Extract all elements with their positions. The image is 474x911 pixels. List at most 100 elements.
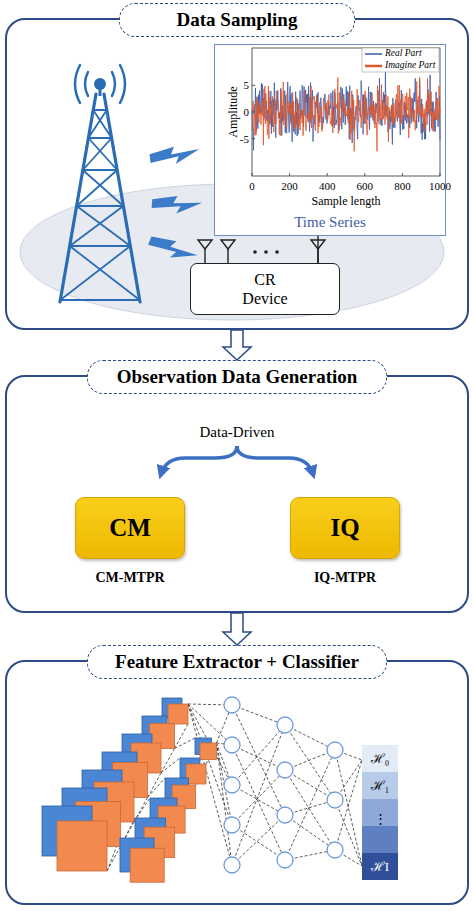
dashed-link — [232, 785, 285, 815]
dashed-link — [285, 770, 335, 800]
dashed-link — [161, 758, 180, 773]
class-label: ℋI — [371, 860, 389, 873]
output-cell — [362, 853, 398, 880]
tower-brace — [70, 246, 140, 300]
antenna-symbol — [221, 240, 235, 249]
feature-map — [168, 704, 188, 724]
legend-line — [365, 65, 382, 68]
neuron-circle — [224, 777, 240, 793]
tower-leg — [60, 94, 96, 302]
axis-title: Amplitude — [227, 86, 239, 137]
device-box: CR Device — [190, 263, 340, 315]
lightning-bolt — [147, 232, 200, 267]
neuron-circle — [327, 742, 343, 758]
stage-heading: Feature Extractor + Classifier — [87, 645, 387, 679]
dashed-link — [232, 825, 285, 860]
radio-wave — [75, 65, 80, 103]
legend-text: Imagine Part — [385, 61, 435, 71]
brace-arrow — [161, 446, 237, 474]
antenna-dots — [253, 250, 257, 254]
tower-brace — [83, 170, 124, 206]
legend-text: Real Part — [385, 49, 422, 59]
box-caption: IQ-MTPR — [314, 570, 376, 586]
axis-tick — [289, 173, 290, 176]
brace-arrow — [237, 446, 313, 474]
neural-network-illustration — [42, 697, 398, 882]
signal-wire — [317, 236, 318, 263]
tower-brace — [93, 110, 111, 138]
tick-label: -5 — [240, 133, 249, 144]
output-cell — [362, 826, 398, 853]
stage-panel: Data SamplingTime SeriesCR Device — [5, 18, 469, 330]
stage-heading: Observation Data Generation — [87, 360, 387, 394]
tower-brace — [88, 137, 111, 139]
neuron-circle — [224, 857, 240, 873]
dashed-link — [161, 749, 175, 774]
dashed-link — [285, 770, 335, 850]
axis-tick — [252, 85, 255, 86]
tower-brace — [83, 169, 117, 171]
dashed-link — [232, 725, 285, 785]
tower-leg — [104, 94, 140, 302]
chart-caption: Time Series — [215, 214, 445, 231]
tower-brace — [70, 245, 131, 247]
dashed-link — [285, 725, 335, 800]
axis-tick — [440, 173, 441, 176]
radio-wave — [85, 72, 88, 96]
axis-title: Sample length — [312, 195, 381, 207]
tick-label: 0 — [249, 181, 255, 192]
axis-tick — [252, 112, 255, 113]
feature-map — [57, 821, 107, 871]
legend-line — [365, 53, 382, 55]
antenna-array — [198, 240, 325, 263]
dashed-link — [285, 815, 335, 850]
neuron-circle — [224, 697, 240, 713]
device-label: CR Device — [233, 270, 297, 308]
dashed-link — [107, 847, 121, 872]
flow-arrow — [223, 613, 251, 645]
tower-brace — [77, 205, 124, 207]
neuron-circle — [224, 737, 240, 753]
radio-wave — [120, 65, 125, 103]
wireless-bolts — [147, 144, 203, 267]
axis-tick — [364, 173, 365, 176]
tick-label: 400 — [319, 181, 336, 192]
tower-brace — [77, 170, 118, 206]
axis-tick — [252, 138, 255, 139]
flow-arrow — [223, 330, 251, 360]
tower-brace — [93, 109, 107, 111]
output-cell — [362, 745, 398, 772]
feature-map — [186, 764, 206, 784]
imagine-part-line — [252, 77, 440, 151]
tower-brace — [88, 138, 117, 170]
tower-symbol — [60, 65, 140, 302]
stage-panel: Observation Data GenerationCMCM-MTPRIQIQ… — [5, 375, 469, 613]
neuron-circle — [277, 807, 293, 823]
tick-label: 5 — [244, 80, 250, 91]
tick-label: 1000 — [429, 181, 451, 192]
branch-label: Data-Driven — [200, 425, 275, 440]
neuron-circle — [277, 852, 293, 868]
tick-label: 800 — [394, 181, 411, 192]
neuron-circle — [327, 842, 343, 858]
box-label: IQ — [330, 514, 359, 542]
tower-brace — [88, 110, 106, 138]
neuron-circle — [327, 792, 343, 808]
antenna-mast — [317, 248, 318, 263]
dashed-link — [175, 738, 196, 749]
antenna-mast — [227, 248, 228, 263]
antenna-dots — [275, 250, 279, 254]
class-label: ℋ₀ — [371, 752, 390, 765]
neuron-circle — [224, 817, 240, 833]
dashed-link — [216, 743, 232, 865]
radio-wave — [112, 72, 115, 96]
stage-panel: Feature Extractor + Classifier — [5, 660, 469, 905]
time-series-plot — [252, 48, 440, 176]
tower-brace — [70, 206, 124, 246]
tower-brace — [60, 299, 139, 301]
